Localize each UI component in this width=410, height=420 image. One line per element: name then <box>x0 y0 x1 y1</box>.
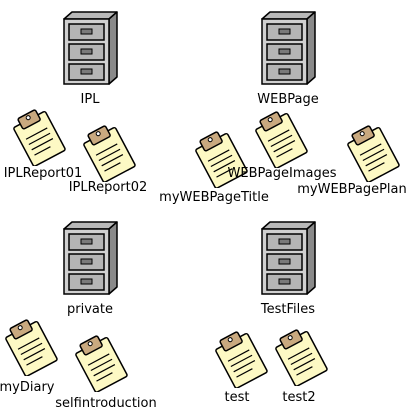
document-label: myWEBPageTitle <box>159 190 269 205</box>
document-test2[interactable]: test2 <box>270 328 350 408</box>
document-mydiary[interactable]: myDiary <box>0 318 80 398</box>
folder-private[interactable]: private <box>50 220 130 320</box>
document-label: IPLReport02 <box>68 180 148 195</box>
folder-webpage[interactable]: WEBPage <box>248 10 328 110</box>
folder-label: IPL <box>80 92 100 107</box>
document-iplreport02[interactable]: IPLReport02 <box>69 124 158 204</box>
clipboard-document-icon <box>210 330 272 388</box>
file-cabinet-icon <box>260 220 316 296</box>
document-label: selfintroduction <box>55 396 157 411</box>
clipboard-document-icon <box>0 318 62 376</box>
clipboard-document-icon <box>78 124 140 182</box>
file-cabinet-icon <box>62 10 118 86</box>
document-iplreport01[interactable]: IPLReport01 <box>4 108 88 188</box>
file-cabinet-icon <box>260 10 316 86</box>
folder-testfiles[interactable]: TestFiles <box>248 220 328 320</box>
clipboard-document-icon <box>70 334 132 392</box>
document-mywebpageplan[interactable]: myWEBPagePlan <box>297 124 410 204</box>
folder-label: TestFiles <box>260 302 316 317</box>
document-label: test2 <box>282 390 316 405</box>
document-label: WEBPageImages <box>227 166 337 181</box>
document-mywebpagetitle[interactable]: myWEBPageTitle <box>159 130 269 210</box>
clipboard-document-icon <box>8 108 70 166</box>
document-webpageimages[interactable]: WEBPageImages <box>228 110 336 190</box>
clipboard-document-icon <box>342 124 404 182</box>
document-label: myWEBPagePlan <box>297 182 407 197</box>
clipboard-document-icon <box>250 110 312 168</box>
document-test[interactable]: test <box>210 330 290 410</box>
document-selfintroduction[interactable]: selfintroduction <box>55 334 157 414</box>
folder-label: WEBPage <box>257 92 319 107</box>
document-label: test <box>224 390 250 405</box>
document-label: IPLReport01 <box>3 166 83 181</box>
file-cabinet-icon <box>62 220 118 296</box>
document-label: myDiary <box>0 380 55 395</box>
folder-label: private <box>67 302 113 317</box>
clipboard-document-icon <box>270 328 332 386</box>
folder-ipl[interactable]: IPL <box>50 10 130 110</box>
